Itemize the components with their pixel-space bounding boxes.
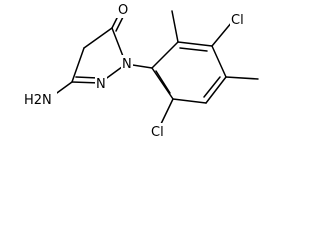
bond-aryl-c3-c4 (211, 45, 227, 78)
bond-carbonyl-b (115, 16, 124, 32)
bond-aryl-c4-c5-inner (203, 76, 221, 98)
chemical-structure-diagram: O N N H2N Cl Cl (24, 3, 259, 140)
bond-aryl-c6-c1-inner (155, 70, 171, 94)
bond-ch2-co (83, 27, 113, 49)
bond-aryl-c5-c6 (172, 98, 207, 104)
bond-cl-top (211, 21, 233, 47)
bond-aryl-c6-c1 (151, 67, 174, 100)
bond-aryl-c2-c3 (177, 41, 213, 47)
bond-cl-bottom (159, 98, 174, 127)
bond-n2-c3-double-b (75, 76, 99, 79)
atom-oxygen: O (118, 3, 128, 18)
bond-aryl-c4-c5 (205, 76, 227, 104)
atom-chlorine-top: Cl (231, 13, 244, 28)
atom-amine: H2N (24, 93, 52, 108)
bond-aryl-c3-c3-inner (179, 47, 208, 52)
atom-nitrogen-1: N (122, 57, 132, 72)
bond-c3-ch2 (71, 47, 85, 83)
bond-aryl-c1-c2 (151, 41, 179, 69)
atom-nitrogen-2: N (96, 77, 106, 92)
bond-methyl-right (225, 76, 259, 80)
atom-chlorine-bottom: Cl (151, 125, 164, 140)
bond-methyl-top (171, 10, 179, 43)
